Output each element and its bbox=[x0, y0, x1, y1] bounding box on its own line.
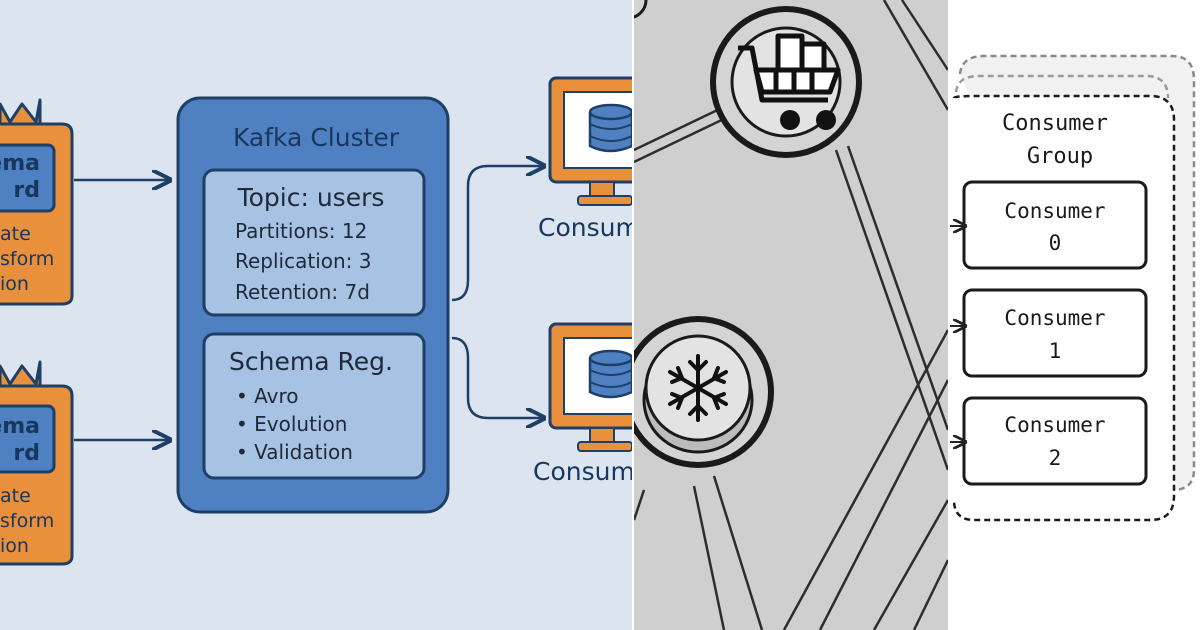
producer-1-action-3: ion bbox=[0, 273, 29, 295]
producer-card-1: ema rd ate sform ion bbox=[0, 98, 74, 306]
consumer-monitor-1: Consum bbox=[538, 76, 632, 242]
kafka-cluster: Kafka Cluster Topic: users Partitions: 1… bbox=[176, 96, 450, 514]
producer-1-action-1: ate bbox=[0, 223, 31, 245]
schema-item-validation: • Validation bbox=[236, 440, 353, 464]
topic-partitions: Partitions: 12 bbox=[235, 219, 367, 243]
consumer-1-label: Consum bbox=[538, 213, 632, 242]
network-nodes-panel bbox=[634, 0, 948, 630]
consumer-group-panel: Consumer Group Consumer 0 Consumer 1 Con… bbox=[950, 0, 1200, 630]
network-node-partial bbox=[634, 0, 648, 19]
consumer-box-2: Consumer 2 bbox=[962, 396, 1148, 486]
producer-2-action-3: ion bbox=[0, 535, 29, 557]
consumer-group-diagram: Consumer Group Consumer 0 Consumer 1 Con… bbox=[950, 54, 1196, 522]
producer-card-2: ema rd ate sform ion bbox=[0, 360, 74, 566]
producer-2-action-1: ate bbox=[0, 485, 31, 507]
snowflake-icon bbox=[668, 354, 728, 422]
producer-2-title-2: rd bbox=[13, 441, 40, 466]
panel-divider-2 bbox=[948, 0, 950, 630]
consumer-1-id: 1 bbox=[1049, 339, 1062, 363]
shopping-cart-icon bbox=[738, 33, 841, 103]
consumer-monitor-2: Consum bbox=[533, 322, 632, 486]
group-title-line2: Group bbox=[1027, 144, 1093, 169]
producer-1-title-1: ema bbox=[0, 151, 40, 176]
snowflake-node bbox=[634, 316, 774, 468]
consumer-box-0: Consumer 0 bbox=[962, 180, 1148, 270]
schema-title: Schema Reg. bbox=[229, 347, 393, 376]
schema-item-evolution: • Evolution bbox=[236, 412, 347, 436]
database-icon bbox=[588, 103, 632, 153]
producer-2-action-2: sform bbox=[0, 510, 54, 532]
consumer-2-id: 2 bbox=[1049, 446, 1062, 470]
consumer-0-label: Consumer bbox=[1004, 199, 1105, 223]
consumer-2-label: Consumer bbox=[1004, 413, 1105, 437]
consumer-2-label: Consum bbox=[533, 457, 632, 486]
kafka-architecture-diagram: ema rd ate sform ion ema rd ate sform io… bbox=[0, 76, 632, 566]
schema-item-avro: • Avro bbox=[236, 384, 299, 408]
consumer-0-id: 0 bbox=[1049, 231, 1062, 255]
network-diagram bbox=[634, 0, 948, 630]
kafka-architecture-panel: ema rd ate sform ion ema rd ate sform io… bbox=[0, 0, 632, 630]
group-title-line1: Consumer bbox=[1002, 111, 1108, 136]
cluster-title: Kafka Cluster bbox=[233, 123, 400, 152]
database-icon bbox=[588, 349, 632, 399]
producer-1-action-2: sform bbox=[0, 248, 54, 270]
consumer-box-1: Consumer 1 bbox=[962, 288, 1148, 378]
topic-retention: Retention: 7d bbox=[235, 280, 370, 304]
producer-2-title-1: ema bbox=[0, 414, 40, 439]
producer-1-title-2: rd bbox=[13, 178, 40, 203]
arrow-cluster-to-consumer-2 bbox=[451, 336, 544, 418]
consumer-1-label: Consumer bbox=[1004, 306, 1105, 330]
panel-divider-1 bbox=[632, 0, 634, 630]
network-links bbox=[634, 0, 948, 630]
topic-title: Topic: users bbox=[237, 183, 385, 212]
schema-registry-box bbox=[202, 332, 426, 480]
topic-replication: Replication: 3 bbox=[235, 249, 372, 273]
topic-box bbox=[202, 168, 426, 317]
cart-node bbox=[710, 6, 862, 158]
arrow-cluster-to-consumer-1 bbox=[451, 166, 544, 302]
